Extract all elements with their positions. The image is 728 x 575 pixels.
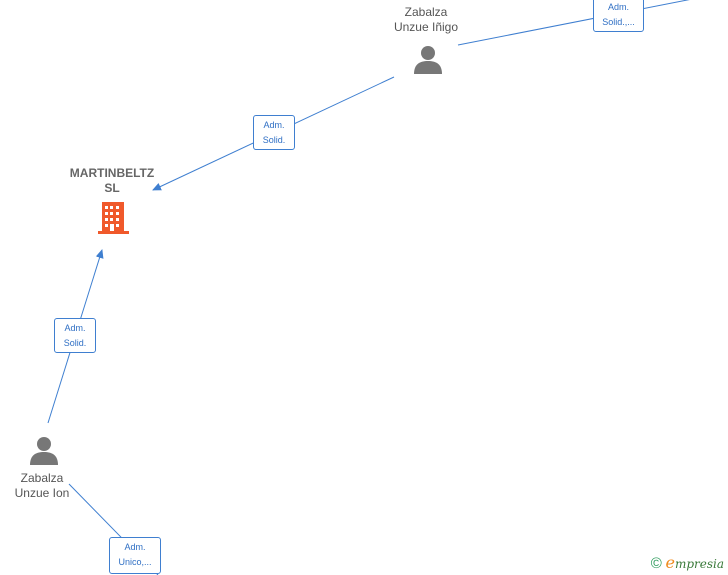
company-name[interactable]: MARTINBELTZ SL (62, 166, 162, 196)
edge-label-line1: Adm. (607, 2, 629, 12)
person-name-line1: Zabalza (20, 471, 64, 485)
edge-label-ion-offscreen[interactable]: Adm. Unico,... (109, 537, 161, 574)
person-name-inigo[interactable]: Zabalza Unzue Iñigo (376, 5, 476, 35)
edge-label-line1: Adm. (263, 120, 285, 130)
edge-label-ion-company[interactable]: Adm. Solid. (54, 318, 96, 353)
empresia-watermark: © empresia (651, 553, 724, 572)
edge-label-inigo-company[interactable]: Adm. Solid. (253, 115, 295, 150)
edge-label-line1: Adm. (64, 323, 86, 333)
person-name-line1: Zabalza (404, 5, 448, 19)
person-icon[interactable] (414, 46, 442, 74)
person-name-line2: Unzue Iñigo (393, 20, 459, 34)
brand-initial: e (665, 553, 675, 572)
edge-label-line2: Solid. (262, 135, 286, 145)
edge-label-line1: Adm. (124, 542, 146, 552)
person-icon[interactable] (30, 437, 58, 465)
edge-label-line2: Unico,... (118, 557, 152, 567)
edge-label-inigo-offscreen[interactable]: Adm. Solid.,... (593, 0, 644, 32)
company-name-line2: SL (104, 181, 120, 195)
person-name-ion[interactable]: Zabalza Unzue Ion (0, 471, 92, 501)
edge-label-line2: Solid.,... (602, 17, 635, 27)
person-name-line2: Unzue Ion (14, 486, 70, 500)
building-icon[interactable] (98, 202, 129, 234)
brand-name: mpresia (674, 557, 724, 571)
copyright-symbol: © (650, 555, 662, 572)
company-name-line1: MARTINBELTZ (69, 166, 155, 180)
edge-label-line2: Solid. (63, 338, 87, 348)
